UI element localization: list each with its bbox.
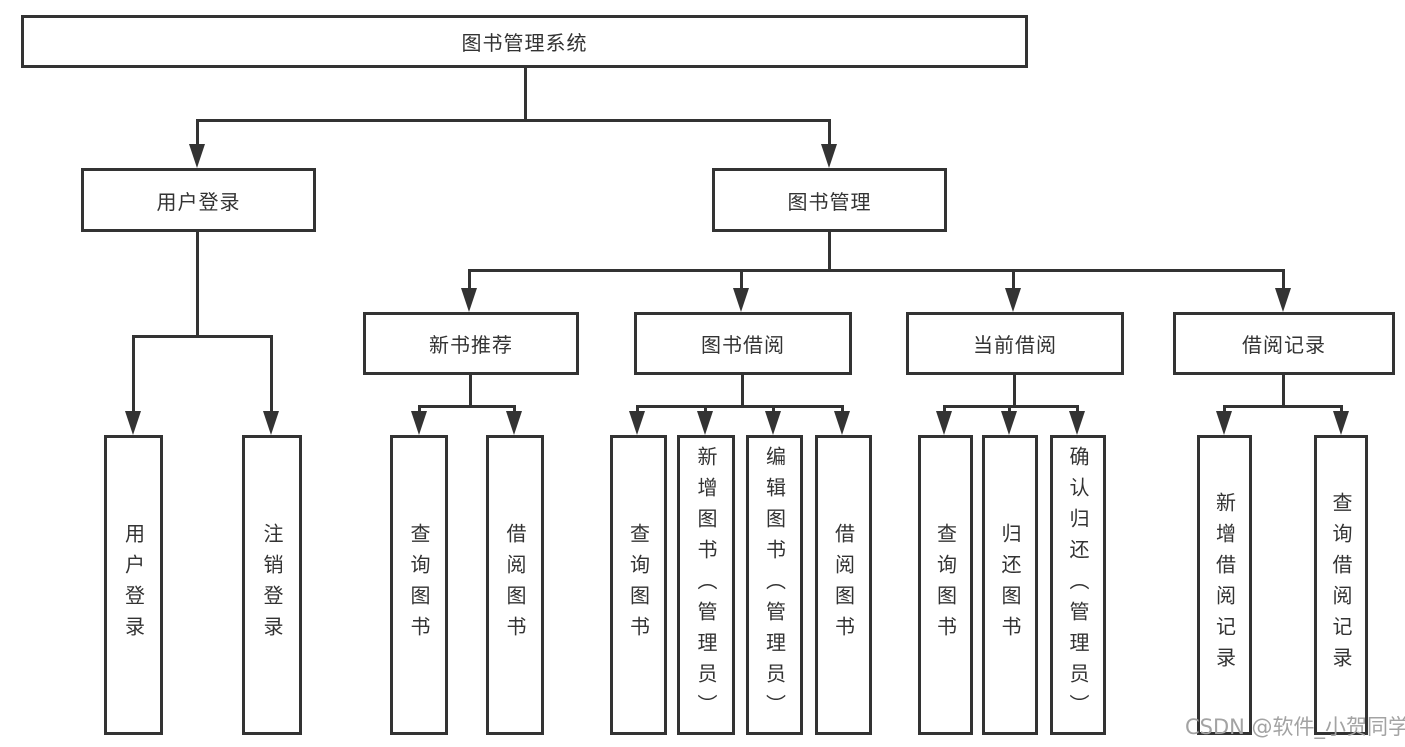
node-label: 图书管理	[787, 189, 872, 214]
arrowhead-down-icon	[1333, 411, 1349, 435]
leaf-confirm-return-admin: 确认归还（管理员）	[1050, 435, 1106, 735]
leaf-edit-book-admin: 编辑图书（管理员）	[746, 435, 803, 735]
connector-vline	[132, 335, 135, 413]
node-label: 注销登录	[260, 523, 284, 647]
leaf-logout: 注销登录	[242, 435, 302, 735]
node-label: 图书管理系统	[461, 31, 588, 55]
node-label: 查询借阅记录	[1329, 492, 1353, 678]
connector-hline	[418, 405, 516, 408]
connector-vline	[469, 373, 472, 407]
node-label: 借阅图书	[503, 523, 527, 647]
leaf-borrow-books-borrowing: 借阅图书	[815, 435, 872, 735]
node-label: 归还图书	[998, 523, 1022, 647]
connector-hline	[132, 335, 273, 338]
node-current-borrowing: 当前借阅	[906, 312, 1124, 375]
node-new-book-recommendation: 新书推荐	[363, 312, 579, 375]
arrowhead-down-icon	[629, 411, 645, 435]
arrowhead-down-icon	[461, 288, 477, 312]
arrowhead-down-icon	[125, 411, 141, 435]
connector-vline	[828, 119, 831, 146]
arrowhead-down-icon	[1001, 411, 1017, 435]
arrowhead-down-icon	[821, 144, 837, 168]
connector-hline	[196, 119, 831, 122]
arrowhead-down-icon	[765, 411, 781, 435]
leaf-user-login: 用户登录	[104, 435, 163, 735]
connector-vline	[1076, 405, 1079, 414]
leaf-search-books-current: 查询图书	[918, 435, 973, 735]
arrowhead-down-icon	[263, 411, 279, 435]
connector-vline	[636, 405, 639, 414]
connector-hline	[636, 405, 844, 408]
connector-vline	[1282, 373, 1285, 407]
connector-vline	[741, 373, 744, 407]
node-label: 用户登录	[121, 523, 146, 647]
connector-vline	[1008, 405, 1011, 414]
node-label: 借阅记录	[1242, 333, 1326, 357]
connector-vline	[270, 335, 273, 413]
connector-hline	[943, 405, 1079, 408]
arrowhead-down-icon	[936, 411, 952, 435]
arrowhead-down-icon	[1069, 411, 1085, 435]
connector-vline	[513, 405, 516, 414]
connector-vline	[468, 270, 471, 290]
connector-vline	[841, 405, 844, 414]
connector-vline	[828, 230, 831, 272]
connector-vline	[943, 405, 946, 414]
connector-vline	[196, 119, 199, 146]
arrowhead-down-icon	[506, 411, 522, 435]
csdn-watermark: CSDN @软件_小贺同学	[1185, 715, 1405, 739]
connector-vline	[704, 405, 707, 414]
connector-vline	[1282, 270, 1285, 290]
arrowhead-down-icon	[411, 411, 427, 435]
leaf-add-book-admin: 新增图书（管理员）	[677, 435, 735, 735]
node-label: 当前借阅	[973, 333, 1057, 357]
connector-vline	[772, 405, 775, 414]
connector-vline	[1012, 270, 1015, 290]
connector-hline	[1223, 405, 1343, 408]
node-label: 用户登录	[156, 189, 241, 214]
node-label: 借阅图书	[831, 523, 856, 647]
node-library-management-system: 图书管理系统	[21, 15, 1028, 68]
node-label: 编辑图书（管理员）	[762, 445, 787, 725]
leaf-search-borrowing-record: 查询借阅记录	[1314, 435, 1368, 735]
arrowhead-down-icon	[189, 144, 205, 168]
node-book-management: 图书管理	[712, 168, 947, 232]
node-label: 查询图书	[933, 523, 958, 647]
node-label: 查询图书	[626, 523, 651, 647]
arrowhead-down-icon	[1005, 288, 1021, 312]
node-label: 查询图书	[407, 523, 431, 647]
connector-vline	[196, 230, 199, 337]
node-label: 新增借阅记录	[1212, 492, 1237, 678]
leaf-search-books-recommend: 查询图书	[390, 435, 448, 735]
arrowhead-down-icon	[697, 411, 713, 435]
node-label: 确认归还（管理员）	[1066, 445, 1090, 725]
leaf-return-books: 归还图书	[982, 435, 1038, 735]
leaf-add-borrowing-record: 新增借阅记录	[1197, 435, 1252, 735]
connector-hline	[468, 269, 1285, 272]
node-user-login: 用户登录	[81, 168, 316, 232]
connector-vline	[418, 405, 421, 414]
arrowhead-down-icon	[1275, 288, 1291, 312]
leaf-search-books-borrowing: 查询图书	[610, 435, 667, 735]
leaf-borrow-books-recommend: 借阅图书	[486, 435, 544, 735]
node-book-borrowing: 图书借阅	[634, 312, 852, 375]
connector-vline	[1223, 405, 1226, 414]
connector-vline	[740, 270, 743, 290]
connector-vline	[1340, 405, 1343, 414]
node-label: 新书推荐	[429, 333, 513, 357]
arrowhead-down-icon	[1216, 411, 1232, 435]
arrowhead-down-icon	[733, 288, 749, 312]
node-label: 图书借阅	[701, 333, 785, 357]
arrowhead-down-icon	[834, 411, 850, 435]
node-label: 新增图书（管理员）	[694, 445, 718, 725]
node-borrowing-records: 借阅记录	[1173, 312, 1395, 375]
connector-vline	[524, 66, 527, 122]
connector-vline	[1013, 373, 1016, 407]
